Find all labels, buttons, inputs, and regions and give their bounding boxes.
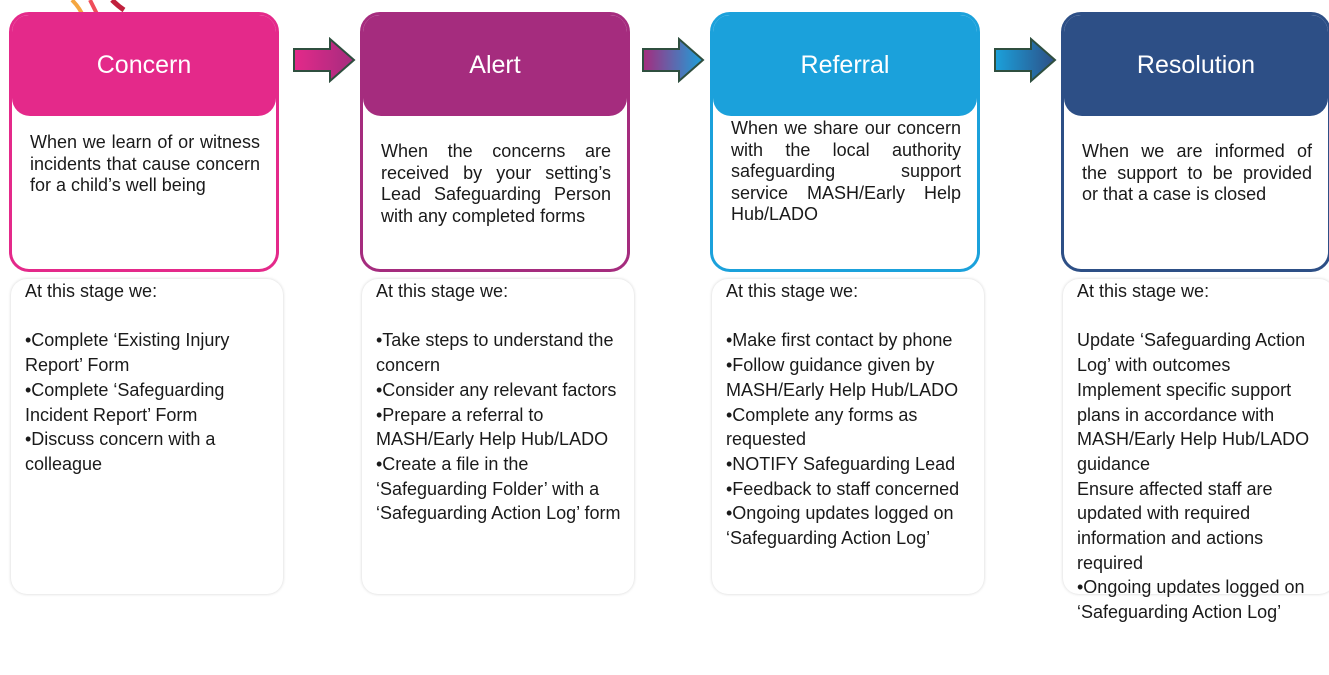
concern-stage-details: At this stage we: •Complete ‘Existing In… <box>11 279 283 594</box>
resolution-stage-details: At this stage we: Update ‘Safeguarding A… <box>1063 279 1329 622</box>
referral-card: Referral When we share our concern with … <box>710 12 980 272</box>
alert-description: When the concerns are received by your s… <box>381 141 611 226</box>
referral-description: When we share our concern with the local… <box>731 118 961 224</box>
resolution-title: Resolution <box>1136 51 1256 79</box>
alert-stage-text: At this stage we: •Take steps to underst… <box>376 281 621 524</box>
right-arrow-icon <box>642 37 705 83</box>
referral-header: Referral <box>713 15 977 116</box>
concern-description: When we learn of or witness incidents th… <box>30 132 260 195</box>
alert-stage-details: At this stage we: •Take steps to underst… <box>362 279 634 594</box>
referral-stage-text: At this stage we: •Make first contact by… <box>726 281 960 549</box>
alert-title: Alert <box>469 51 521 79</box>
alert-card: Alert When the concerns are received by … <box>360 12 630 272</box>
concern-card: Concern When we learn of or witness inci… <box>9 12 279 272</box>
alert-header: Alert <box>363 15 627 116</box>
referral-title: Referral <box>800 51 890 79</box>
resolution-header: Resolution <box>1064 15 1328 116</box>
resolution-description: When we are informed of the support to b… <box>1082 141 1312 204</box>
resolution-card: Resolution When we are informed of the s… <box>1061 12 1329 272</box>
referral-stage-details: At this stage we: •Make first contact by… <box>712 279 984 594</box>
concern-header: Concern <box>12 15 276 116</box>
concern-stage-text: At this stage we: •Complete ‘Existing In… <box>25 281 230 474</box>
concern-title: Concern <box>96 51 192 79</box>
right-arrow-icon <box>293 37 356 83</box>
right-arrow-icon <box>994 37 1057 83</box>
resolution-stage-text: At this stage we: Update ‘Safeguarding A… <box>1077 281 1310 623</box>
